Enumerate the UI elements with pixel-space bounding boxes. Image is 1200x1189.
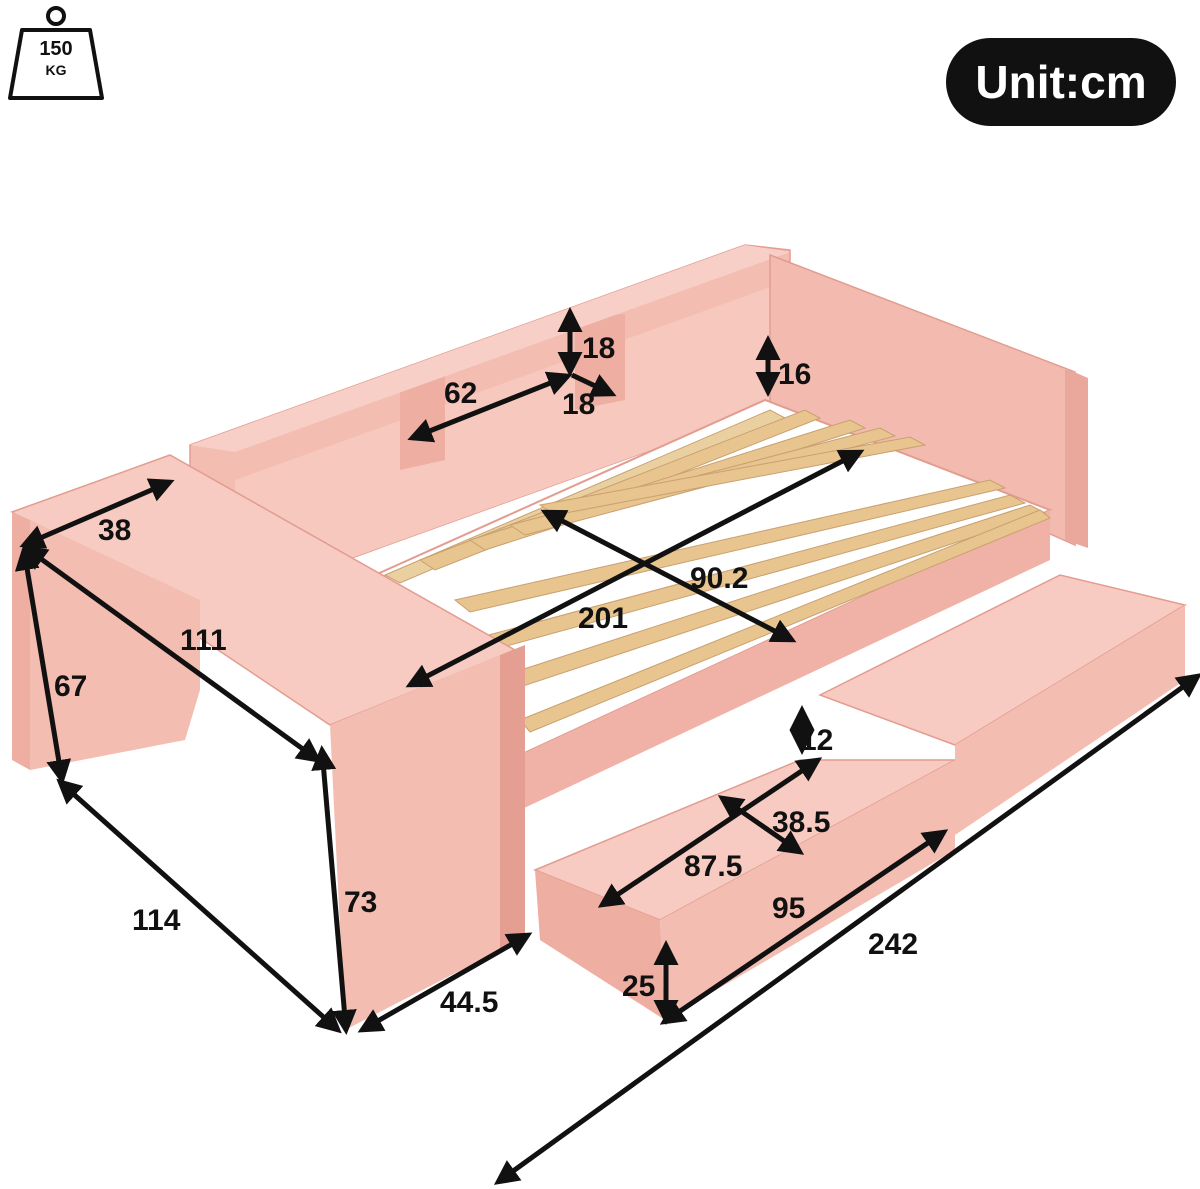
- label-desk-width: 44.5: [440, 986, 498, 1019]
- label-desk-base: 114: [132, 904, 181, 937]
- label-bed-length: 201: [578, 602, 628, 635]
- label-desk-length: 111: [180, 624, 227, 657]
- label-headboard-height: 16: [778, 358, 811, 391]
- label-drawer-inner-height: 12: [800, 724, 833, 757]
- weight-capacity-icon: 150 KG: [6, 4, 106, 100]
- label-drawer-length: 95: [772, 892, 805, 925]
- arrow-bed-length: [405, 449, 865, 688]
- label-bed-width: 90.2: [690, 562, 748, 595]
- label-shelf-width: 62: [444, 377, 477, 410]
- arrow-shelf-width: [407, 371, 573, 443]
- weight-value: 150: [39, 38, 73, 60]
- arrow-desk-length: [21, 545, 323, 763]
- label-shelf-depth: 18: [562, 388, 595, 421]
- arrow-desk-height: [311, 745, 357, 1035]
- label-desk-left-height: 67: [54, 670, 87, 703]
- label-shelf-height: 18: [582, 332, 615, 365]
- arrow-shelf-depth: [570, 372, 617, 397]
- headboard-right: [769, 253, 1088, 548]
- label-total-length: 242: [868, 928, 918, 961]
- label-desk-height: 73: [344, 886, 377, 919]
- arrow-desk-left-height: [14, 545, 72, 785]
- label-drawer-height: 25: [622, 970, 655, 1003]
- dimension-arrows: [14, 307, 1200, 1185]
- unit-badge: Unit:cm: [946, 38, 1176, 126]
- dimension-labels: 18 18 62 16 38 111 67 114 73 44.5 90.2 2…: [54, 332, 918, 1019]
- weight-unit: KG: [45, 62, 67, 78]
- label-drawer-inner-length: 87.5: [684, 850, 742, 883]
- arrow-total-length: [493, 673, 1200, 1185]
- label-drawer-inner-depth: 38.5: [772, 806, 830, 839]
- label-desk-depth: 38: [98, 514, 131, 547]
- arrow-desk-base: [56, 778, 342, 1034]
- drawer-left: [533, 759, 956, 1020]
- arrow-desk-depth: [19, 478, 175, 549]
